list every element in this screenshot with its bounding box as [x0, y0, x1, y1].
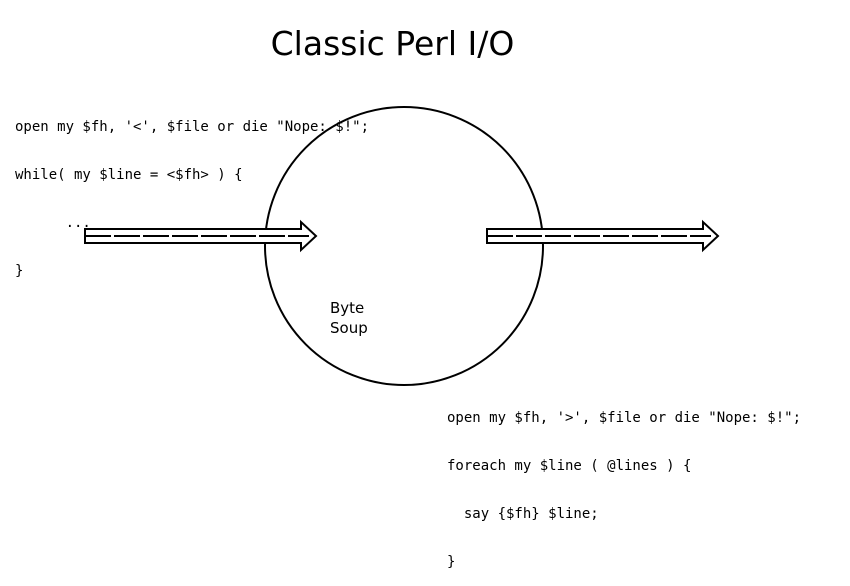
byte-soup-label-line: Byte [330, 299, 365, 317]
byte-soup-label-line: Soup [330, 319, 368, 337]
code-line: } [15, 263, 24, 279]
output-arrow-icon [486, 219, 720, 253]
slide-title: Classic Perl I/O [270, 24, 515, 63]
read-code-block: open my $fh, '<', $file or die "Nope: $!… [15, 87, 369, 295]
byte-soup-circle [264, 106, 544, 386]
code-line: open my $fh, '>', $file or die "Nope: $!… [447, 410, 802, 426]
code-line: } [447, 554, 456, 570]
code-line: ... [15, 215, 91, 231]
code-line: while( my $line = <$fh> ) { [15, 167, 243, 183]
code-line: open my $fh, '<', $file or die "Nope: $!… [15, 119, 370, 135]
write-code-block: open my $fh, '>', $file or die "Nope: $!… [447, 378, 801, 586]
byte-soup-label: Byte Soup [330, 298, 368, 338]
code-line: foreach my $line ( @lines ) { [447, 458, 692, 474]
code-line: say {$fh} $line; [447, 506, 599, 522]
diagram-canvas [84, 106, 720, 386]
input-arrow-icon [84, 219, 318, 253]
